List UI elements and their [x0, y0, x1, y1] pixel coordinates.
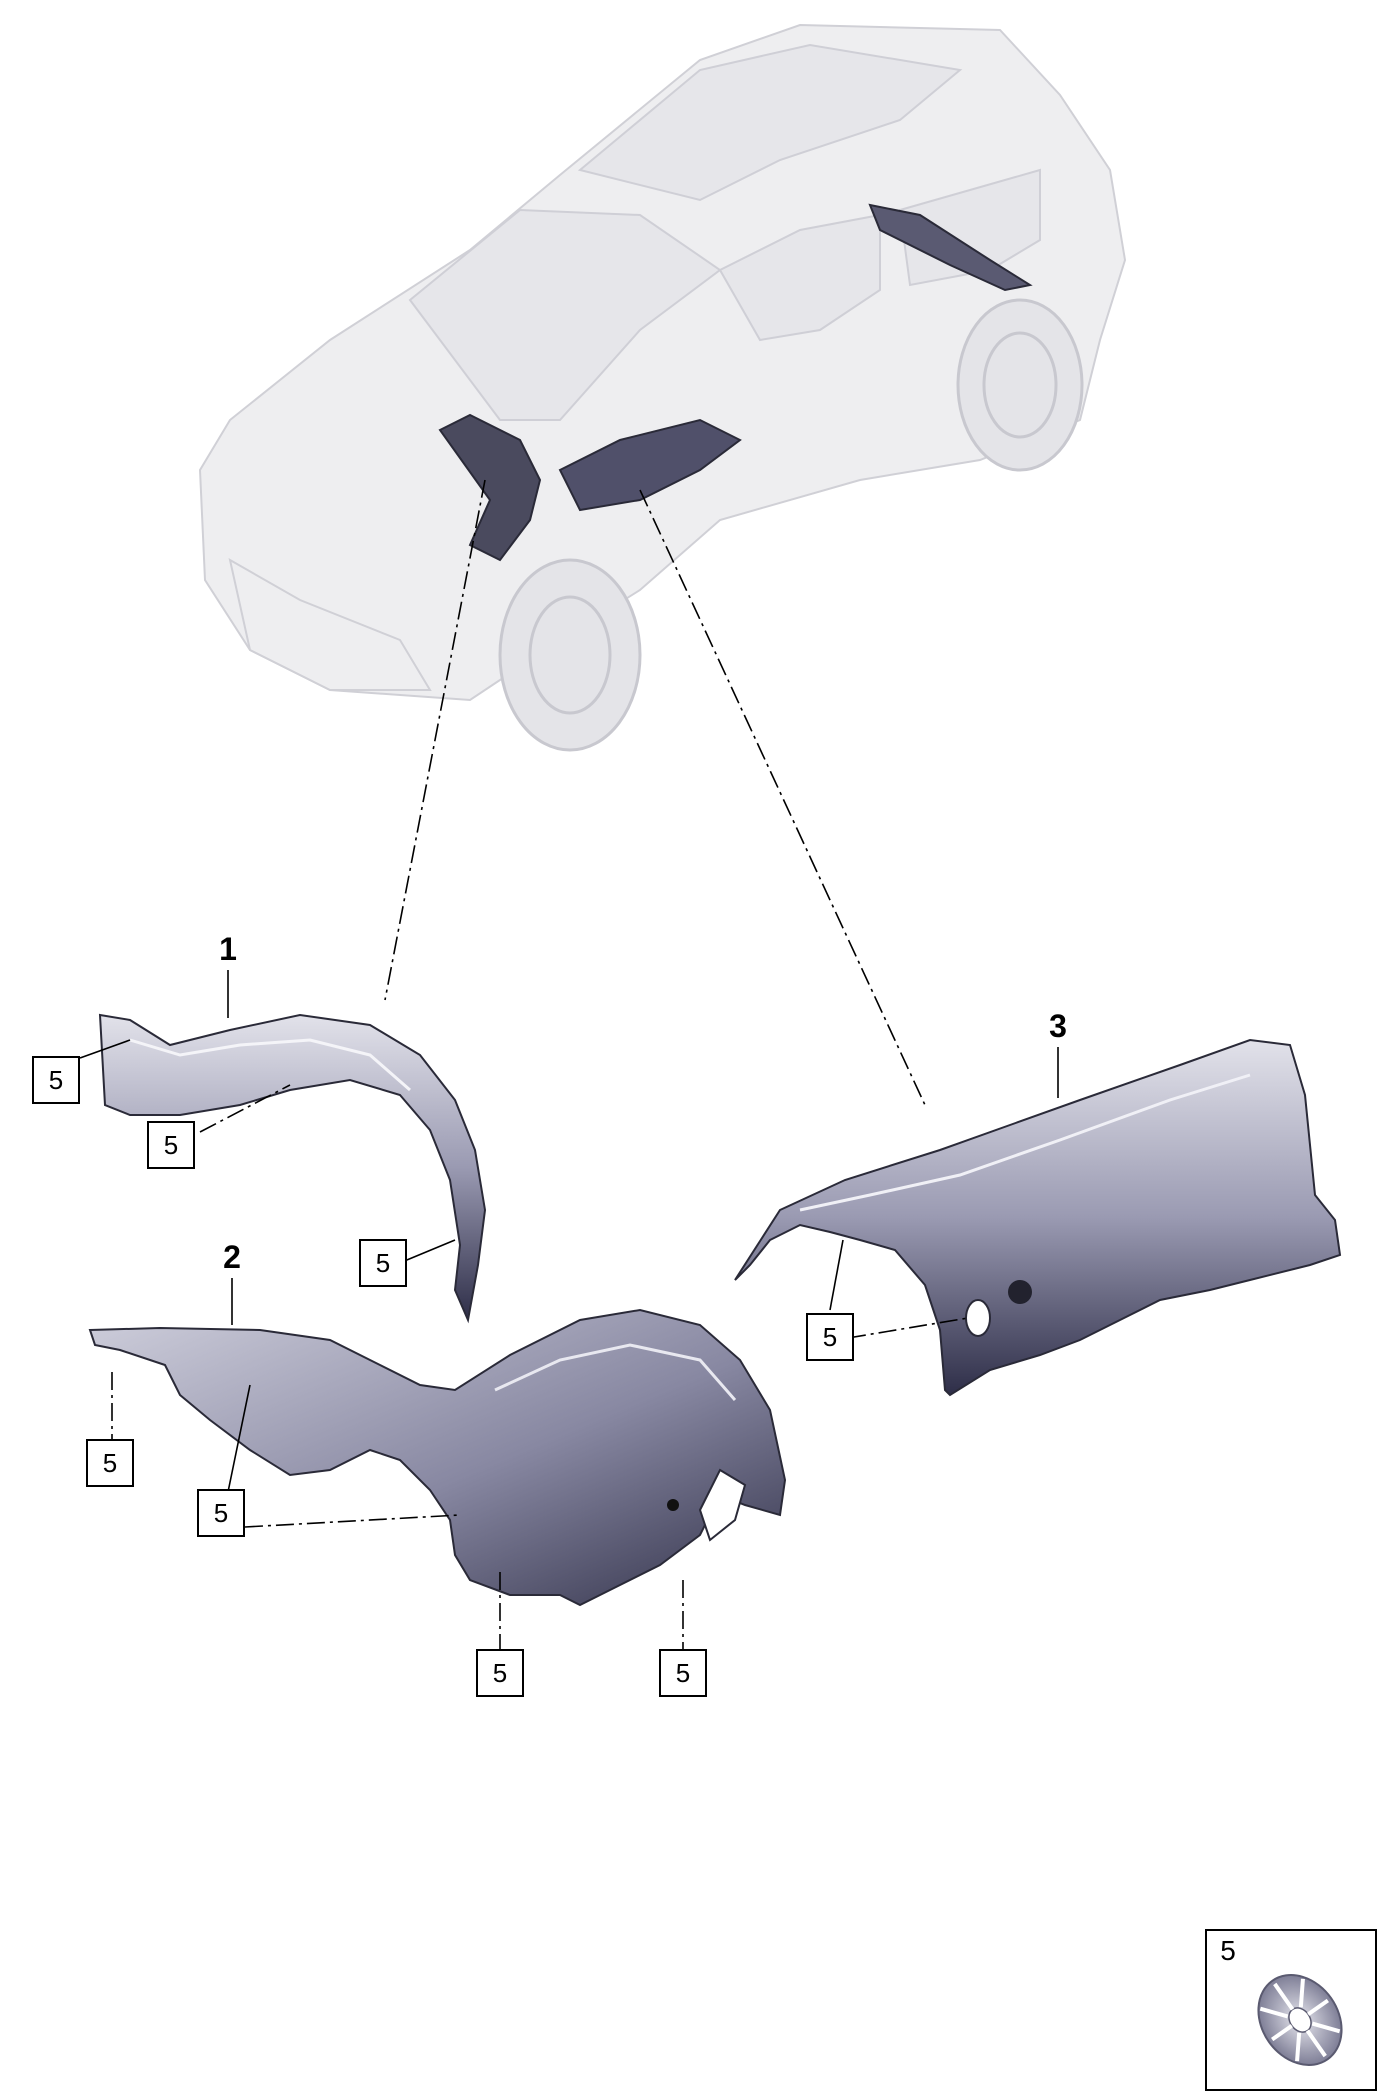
part-number-3: 3: [1049, 1008, 1067, 1044]
part-number-1: 1: [219, 931, 237, 967]
svg-text:5: 5: [214, 1498, 228, 1528]
part-number-2: 2: [223, 1239, 241, 1275]
callout-box: 5: [659, 1649, 707, 1697]
callout-box: 5: [147, 1121, 195, 1169]
vehicle-illustration: [198, 23, 1127, 752]
legend-label: 5: [1220, 1935, 1236, 1966]
clip-icon: [1257, 1974, 1343, 2066]
callout-leaders: [79, 1039, 969, 1650]
callout-box: 5: [476, 1649, 524, 1697]
svg-text:5: 5: [164, 1130, 178, 1160]
svg-text:5: 5: [49, 1065, 63, 1095]
svg-text:5: 5: [676, 1658, 690, 1688]
part-1-heat-shield: 1: [98, 931, 487, 1324]
callout-box: 5: [359, 1239, 407, 1287]
callout-box: 5: [806, 1313, 854, 1361]
callout-box: 5: [197, 1489, 245, 1537]
part-2-heat-shield: 2: [88, 1239, 787, 1607]
callout-box: 5: [32, 1056, 80, 1104]
svg-text:5: 5: [103, 1448, 117, 1478]
svg-text:5: 5: [376, 1248, 390, 1278]
svg-text:5: 5: [493, 1658, 507, 1688]
part-3-heat-shield: 3: [734, 1008, 1342, 1397]
leader-lines: [384, 479, 926, 1106]
legend-box-fastener: 5: [1205, 1929, 1377, 2091]
callout-box: 5: [86, 1439, 134, 1487]
svg-text:5: 5: [823, 1322, 837, 1352]
